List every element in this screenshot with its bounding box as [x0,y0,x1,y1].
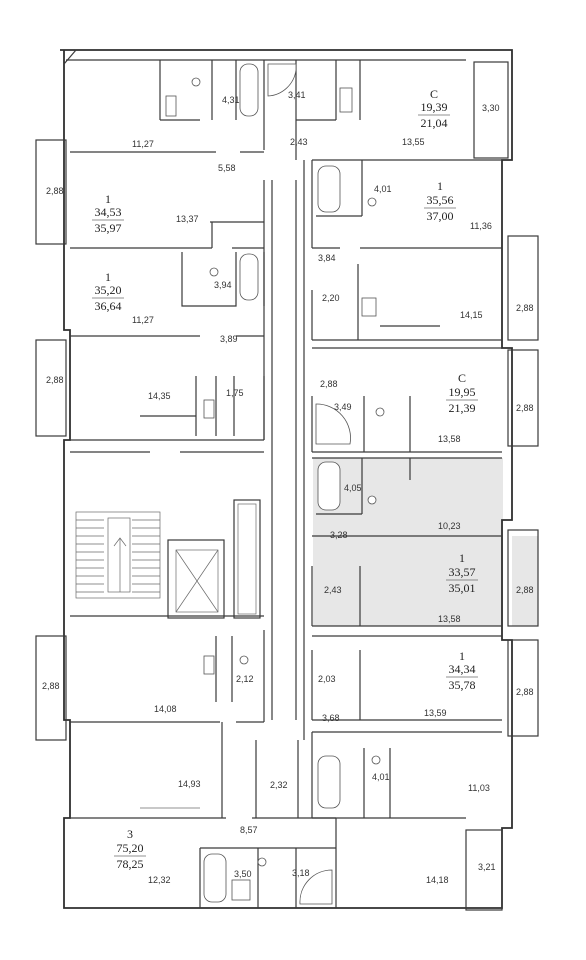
room-area: 11,03 [468,783,490,793]
room-area: 3,18 [292,868,310,878]
room-area: 2,88 [516,403,534,413]
apartment-label[interactable]: 3 75,20 78,25 [114,827,146,871]
room-area: 14,18 [426,875,449,885]
balconies [35,61,539,911]
room-area: 3,30 [482,103,500,113]
svg-text:33,57: 33,57 [449,565,476,579]
room-area: 14,15 [460,310,483,320]
room-area: 13,59 [424,708,447,718]
left-apartments-walls [70,60,265,441]
room-area: 11,27 [132,315,154,325]
room-area: 3,41 [288,90,306,100]
room-area: 3,49 [334,402,352,412]
room-area: 2,88 [516,687,534,697]
room-area: 2,12 [236,674,254,684]
room-area: 4,01 [372,772,390,782]
room-area: 2,88 [516,585,534,595]
room-area: 3,94 [214,280,232,290]
room-area: 1,75 [226,388,244,398]
apartment-label[interactable]: С 19,39 21,04 [418,87,450,130]
room-area: 14,08 [154,704,177,714]
apartment-label[interactable]: 1 35,20 36,64 [92,270,124,313]
svg-text:1: 1 [437,179,443,193]
apartment-labels[interactable]: С 19,39 21,04 1 34,53 35,97 1 35,56 37,0… [92,87,478,871]
svg-text:1: 1 [459,551,465,565]
room-area: 2,03 [318,674,336,684]
apartment-label[interactable]: 1 34,53 35,97 [92,192,124,235]
svg-text:19,39: 19,39 [421,100,448,114]
room-area: 8,57 [240,825,258,835]
room-area: 13,37 [176,214,199,224]
svg-text:21,39: 21,39 [449,401,476,415]
room-area: 3,89 [220,334,238,344]
room-area: 11,36 [470,221,492,231]
room-area: 2,88 [516,303,534,313]
room-area: 3,28 [330,530,348,540]
svg-text:78,25: 78,25 [117,857,144,871]
apartment-label-selected[interactable]: 1 33,57 35,01 [446,551,478,595]
stair-and-elevator-core [70,451,264,619]
room-area: 2,88 [46,186,64,196]
svg-text:34,34: 34,34 [449,662,476,676]
svg-text:3: 3 [127,827,133,841]
svg-text:35,20: 35,20 [95,283,122,297]
right-apartments-walls [295,60,502,819]
room-area: 12,32 [148,875,171,885]
room-area: 14,93 [178,779,201,789]
svg-text:37,00: 37,00 [427,209,454,223]
svg-text:С: С [430,87,438,101]
room-area: 2,32 [270,780,288,790]
room-area: 2,88 [46,375,64,385]
room-area: 3,50 [234,869,252,879]
room-area: 4,01 [374,184,392,194]
svg-text:1: 1 [105,270,111,284]
svg-text:С: С [458,371,466,385]
room-area: 4,31 [222,95,240,105]
room-area: 3,68 [322,713,340,723]
room-area: 2,43 [290,137,308,147]
svg-text:35,56: 35,56 [427,193,454,207]
room-area: 10,23 [438,521,461,531]
svg-text:34,53: 34,53 [95,205,122,219]
svg-text:36,64: 36,64 [95,299,122,313]
apartment-label[interactable]: 1 35,56 37,00 [424,179,456,223]
svg-text:1: 1 [105,192,111,206]
room-area: 13,58 [438,434,461,444]
room-area: 13,58 [438,614,461,624]
room-area: 13,55 [402,137,425,147]
room-area: 2,20 [322,293,340,303]
apartment-label[interactable]: С 19,95 21,39 [446,371,478,415]
selected-apartment-highlight[interactable] [313,458,538,626]
room-area: 5,58 [218,163,236,173]
central-corridor [255,160,305,818]
svg-text:1: 1 [459,649,465,663]
room-area: 11,27 [132,139,154,149]
svg-text:21,04: 21,04 [421,116,448,130]
room-area: 3,84 [318,253,336,263]
svg-text:75,20: 75,20 [117,841,144,855]
svg-text:35,97: 35,97 [95,221,122,235]
apartment-label[interactable]: 1 34,34 35,78 [446,649,478,692]
bathroom-fixtures [165,63,385,905]
room-area: 14,35 [148,391,171,401]
svg-text:19,95: 19,95 [449,385,476,399]
svg-text:35,01: 35,01 [449,581,476,595]
svg-text:35,78: 35,78 [449,678,476,692]
room-area: 4,05 [344,483,362,493]
room-area: 2,88 [320,379,338,389]
room-area: 3,21 [478,862,496,872]
room-area: 2,43 [324,585,342,595]
room-area-labels: 4,31 3,41 3,30 11,27 2,43 13,55 5,58 2,8… [42,90,534,885]
room-area: 2,88 [42,681,60,691]
